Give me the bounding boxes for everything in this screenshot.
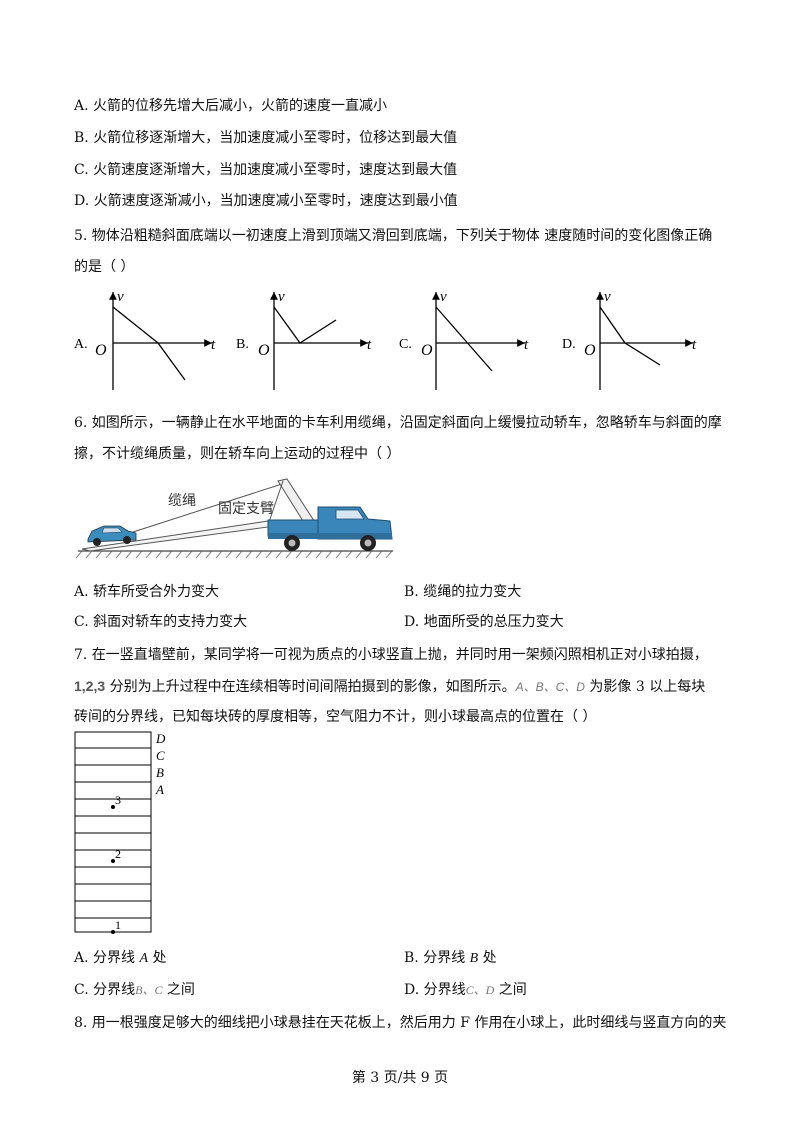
graph-d-t: t <box>692 337 697 353</box>
graph-c: C. v t O <box>399 289 529 390</box>
q7-stem-line2: 1,2,3 分别为上升过程中在连续相等时间间隔拍摄到的影像，如图所示。A、B、C… <box>74 676 705 697</box>
graph-b: B. v t O <box>236 289 372 390</box>
q7-option-c: C. 分界线B、C 之间 <box>74 982 195 998</box>
graph-c-label: C. <box>399 337 412 352</box>
q7-brick-wall: D C B A 3 2 1 <box>74 731 166 934</box>
q7-option-a: A. 分界线 A 处 <box>74 950 167 966</box>
graph-b-t: t <box>367 337 372 353</box>
page-footer: 第 3 页/共 9 页 <box>351 1070 449 1086</box>
small-car <box>87 525 137 546</box>
q7-image-numbers: 1,2,3 <box>74 678 106 694</box>
image-label-2: 2 <box>115 847 121 861</box>
q7-line-letters: A、B、C、D <box>515 680 585 694</box>
graph-a-v: v <box>117 289 124 305</box>
brick-label-d: D <box>155 731 166 746</box>
q6-option-c: C. 斜面对轿车的支持力变大 <box>74 614 248 630</box>
q6-option-d: D. 地面所受的总压力变大 <box>404 614 564 630</box>
image-label-3: 3 <box>115 793 121 807</box>
q7-stem-line1: 7. 在一竖直墙壁前，某同学将一可视为质点的小球竖直上抛，并同时用一架频闪照相机… <box>74 647 708 663</box>
graph-a-t: t <box>211 337 216 353</box>
graph-b-label: B. <box>236 337 249 352</box>
graph-c-o: O <box>421 342 433 359</box>
graph-a: A. v t O <box>74 289 216 390</box>
graph-b-v: v <box>278 289 285 305</box>
graph-a-label: A. <box>74 337 88 352</box>
graph-b-o: O <box>258 342 270 359</box>
q4-option-d: D. 火箭速度逐渐减小，当加速度减小至零时，速度达到最小值 <box>74 193 458 209</box>
q4-option-b: B. 火箭位移逐渐增大，当加速度减小至零时，位移达到最大值 <box>74 130 458 146</box>
truck <box>267 506 393 551</box>
q6-option-b: B. 缆绳的拉力变大 <box>404 584 522 600</box>
graph-c-t: t <box>524 337 529 353</box>
q5-stem-line1: 5. 物体沿粗糙斜面底端以一初速度上滑到顶端又滑回到底端，下列关于物体 速度随时… <box>74 228 713 244</box>
q6-option-a: A. 轿车所受合外力变大 <box>74 584 220 600</box>
image-label-1: 1 <box>115 918 121 932</box>
graph-d-v: v <box>604 289 611 305</box>
q4-option-c: C. 火箭速度逐渐增大，当加速度减小至零时，速度达到最大值 <box>74 162 458 178</box>
label-arm: 固定支臂 <box>218 501 274 517</box>
q7-option-d: D. 分界线C、D 之间 <box>404 982 527 998</box>
q7-stem-line2-text: 分别为上升过程中在连续相等时间间隔拍摄到的影像，如图所示。 <box>105 679 516 695</box>
q5-stem-line2: 的是（ ） <box>74 259 135 275</box>
brick-label-b: B <box>156 765 164 780</box>
q7-stem-line3: 砖间的分界线，已知每块砖的厚度相等，空气阻力不计，则小球最高点的位置在（ ） <box>74 709 597 725</box>
brick-label-a: A <box>155 782 164 797</box>
graph-d-label: D. <box>562 337 576 352</box>
q8-stem-line1: 8. 用一根强度足够大的细线把小球悬挂在天花板上，然后用力 F 作用在小球上，此… <box>74 1015 727 1031</box>
graph-d-o: O <box>584 342 596 359</box>
q7-option-b: B. 分界线 B 处 <box>404 950 497 966</box>
graph-d: D. v t O <box>562 289 697 390</box>
q6-stem-line2: 擦，不计缆绳质量，则在轿车向上运动的过程中（ ） <box>74 446 401 462</box>
q5-vt-graphs: A. v t O B. v t O C. v t O D. v t O <box>74 289 697 390</box>
q6-truck-diagram: 缆绳 固定支臂 <box>75 478 393 559</box>
q4-option-a: A. 火箭的位移先增大后减小，火箭的速度一直减小 <box>74 98 388 114</box>
brick-label-c: C <box>156 748 165 763</box>
label-rope: 缆绳 <box>168 493 196 509</box>
graph-c-v: v <box>440 289 447 305</box>
q6-stem-line1: 6. 如图所示，一辆静止在水平地面的卡车利用缆绳，沿固定斜面向上缓慢拉动轿车，忽… <box>74 415 722 431</box>
q7-stem-line2-suffix: 为影像 3 以上每块 <box>584 679 706 695</box>
graph-a-o: O <box>95 342 107 359</box>
